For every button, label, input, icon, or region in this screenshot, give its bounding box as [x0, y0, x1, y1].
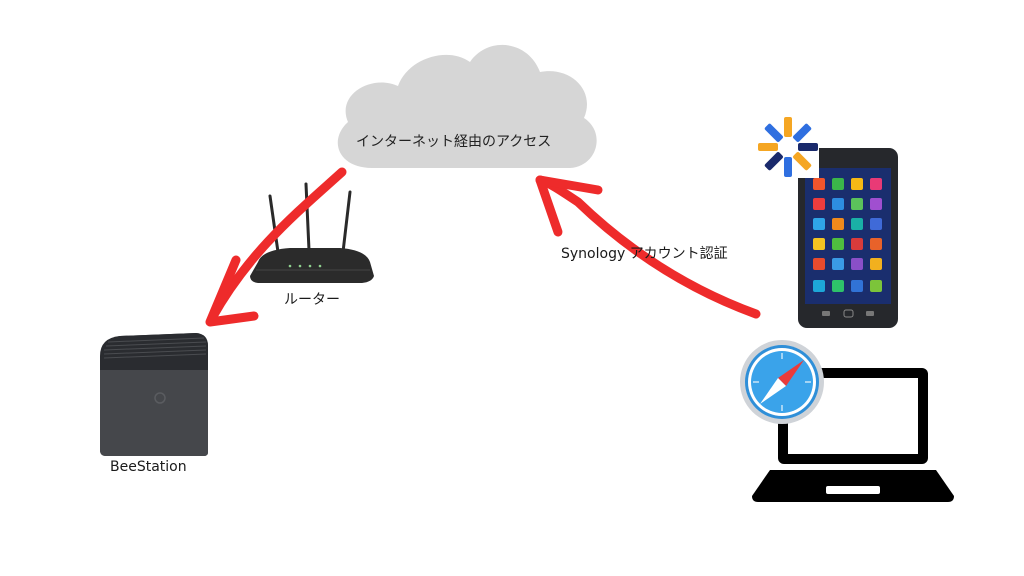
- router-label: ルーター: [284, 292, 340, 308]
- arrow-devices-to-cloud: [535, 175, 761, 319]
- beestation-label: BeeStation: [110, 459, 187, 475]
- cloud-label: インターネット経由のアクセス: [356, 134, 552, 150]
- smartphone-icon: [798, 148, 898, 328]
- synology-secure-signin-icon: [757, 116, 819, 178]
- synology-auth-label: Synology アカウント認証: [561, 246, 728, 262]
- router-icon: [250, 182, 374, 283]
- safari-compass-icon: [740, 340, 824, 424]
- cloud-icon: [337, 44, 597, 168]
- arrow-cloud-to-beestation: [205, 167, 347, 327]
- nas-icon: [100, 333, 208, 456]
